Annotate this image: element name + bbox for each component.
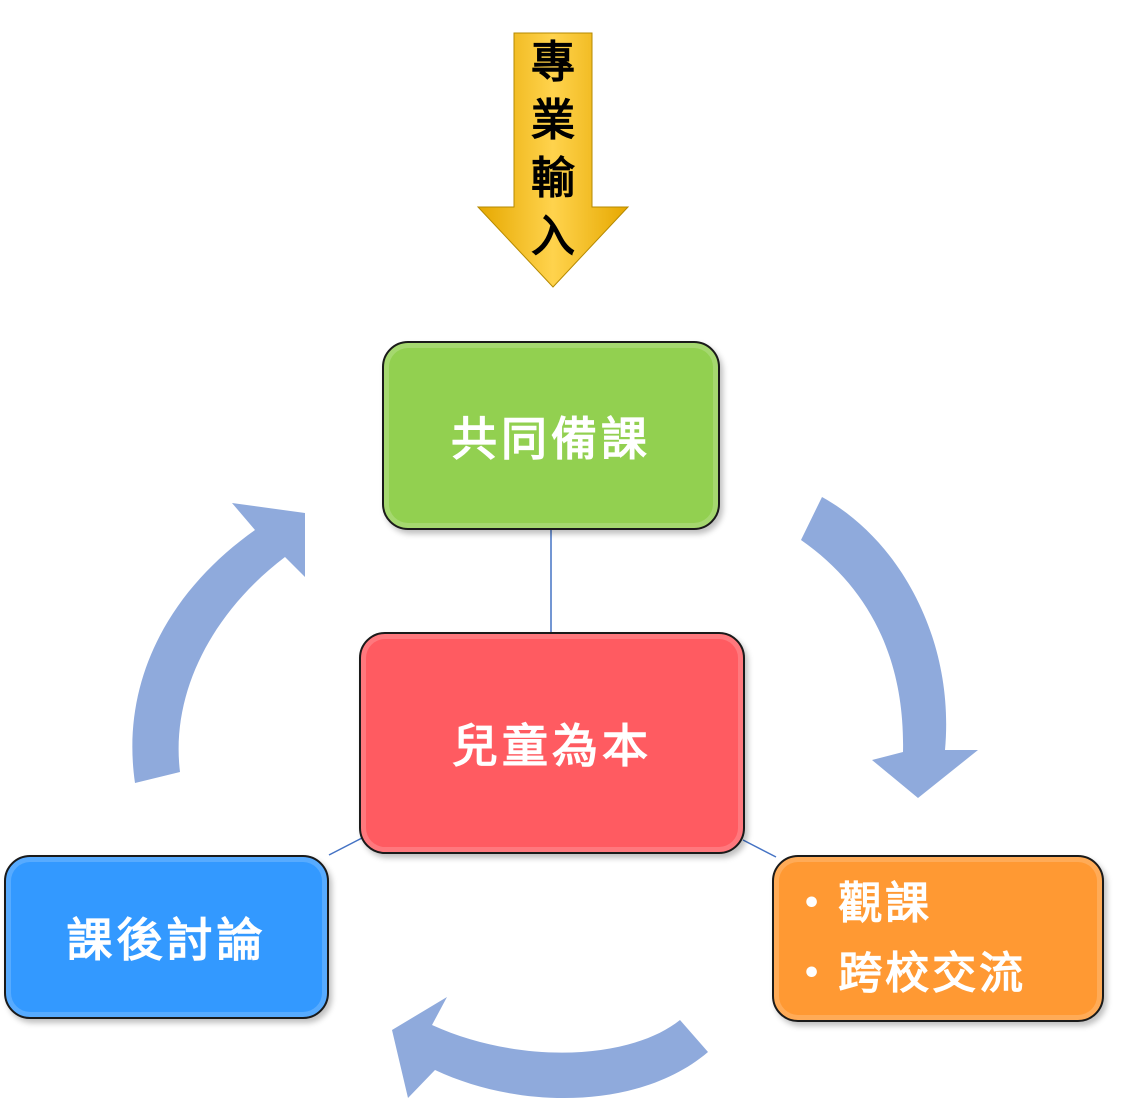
post-lesson-discussion-box: 課後討論 xyxy=(4,855,329,1019)
cycle-arrow-top-right xyxy=(801,497,978,798)
bullet-dot: • xyxy=(802,955,825,991)
bullet-item: • 觀課 xyxy=(802,869,932,939)
input-arrow-label: 專 業 輸 入 xyxy=(514,34,592,266)
input-char: 業 xyxy=(531,95,575,146)
input-arrow xyxy=(476,32,630,288)
bullet-text: 跨校交流 xyxy=(838,947,1027,999)
cycle-arrow-bottom xyxy=(392,997,708,1099)
bullet-item: • 跨校交流 xyxy=(802,939,1026,1009)
input-char: 輸 xyxy=(531,153,575,204)
post-lesson-discussion-label: 課後討論 xyxy=(66,913,267,967)
connector-center-right xyxy=(742,839,777,858)
input-char: 入 xyxy=(531,211,575,262)
bullet-dot: • xyxy=(802,885,825,921)
cycle-arrow-left-top xyxy=(132,503,305,783)
co-planning-box: 共同備課 xyxy=(382,341,720,530)
observation-box: • 觀課 • 跨校交流 xyxy=(772,855,1104,1022)
input-char: 專 xyxy=(531,37,575,88)
bullet-text: 觀課 xyxy=(838,877,933,929)
child-centred-box: 兒童為本 xyxy=(359,632,745,854)
co-planning-label: 共同備課 xyxy=(451,411,651,466)
connector-center-left xyxy=(328,837,363,856)
child-centred-label: 兒童為本 xyxy=(452,719,652,773)
